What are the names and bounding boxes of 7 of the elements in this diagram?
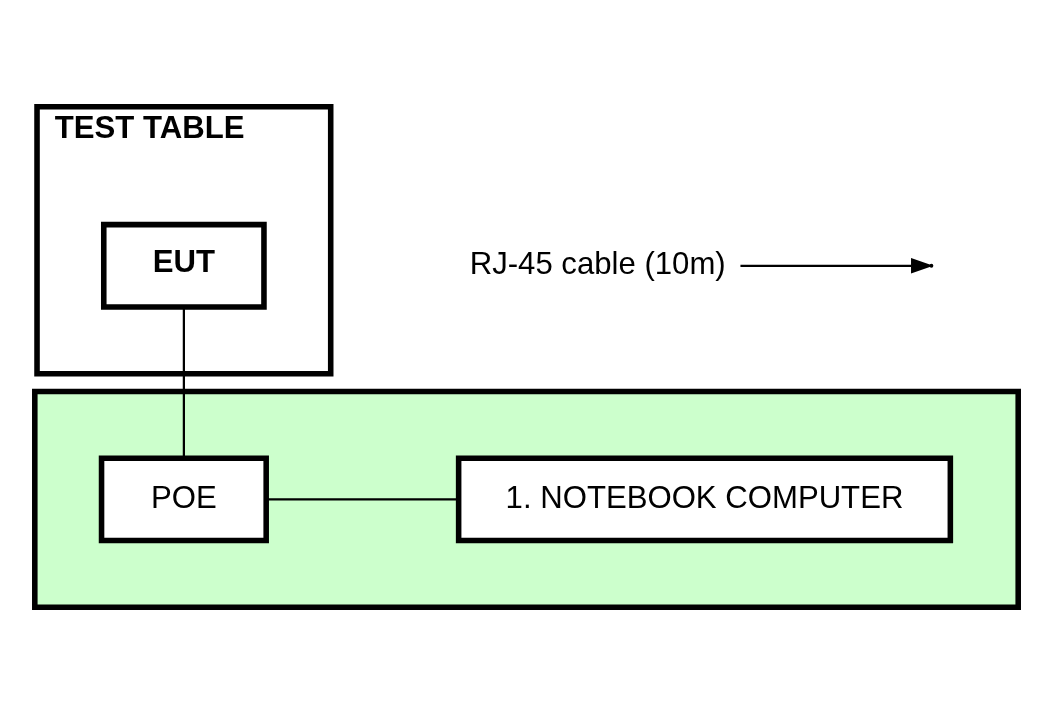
node-box: 1. NOTEBOOK COMPUTER — [455, 454, 954, 543]
node-box: EUT — [101, 221, 267, 310]
cluster — [32, 388, 1021, 610]
node-box: POE — [98, 454, 269, 543]
node-text: RJ-45 cable (10m) — [469, 245, 726, 281]
connector — [182, 307, 185, 458]
connector — [266, 497, 458, 500]
